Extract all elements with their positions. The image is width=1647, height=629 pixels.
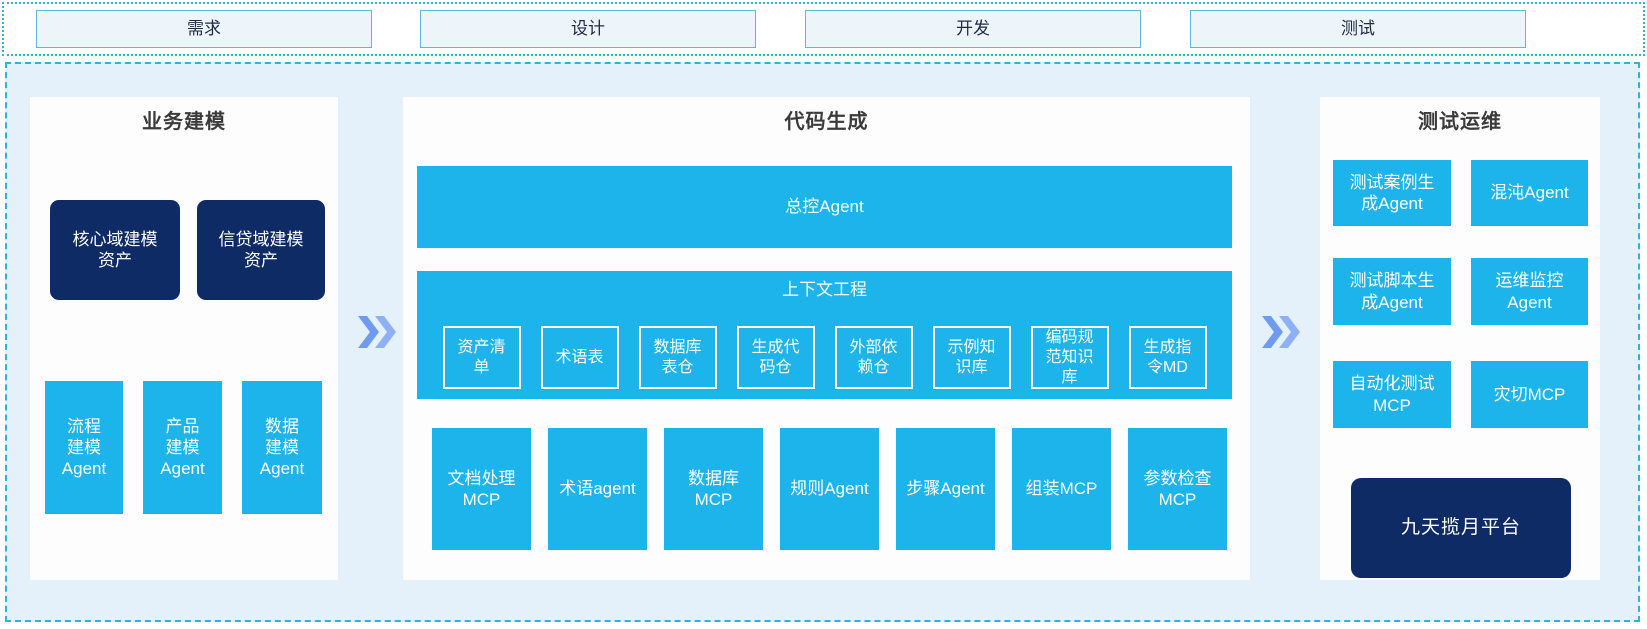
box-label: 数据库 MCP	[688, 468, 739, 509]
box-terminology-agent: 术语agent	[548, 428, 647, 550]
phase-label: 需求	[187, 19, 221, 39]
box-automated-test-mcp: 自动化测试 MCP	[1333, 361, 1451, 428]
section-context-engineering: 上下文工程 资产清 单 术语表 数据库 表仓 生成代 码仓 外部依 赖仓	[417, 271, 1232, 399]
phase-label: 测试	[1341, 19, 1375, 39]
box-label: 术语agent	[559, 479, 636, 499]
box-ops-monitoring-agent: 运维监控 Agent	[1471, 258, 1588, 325]
box-label: 自动化测试 MCP	[1349, 374, 1435, 415]
phase-label: 设计	[571, 19, 605, 39]
box-product-modeling-agent: 产品 建模 Agent	[143, 381, 222, 514]
box-label: 步骤Agent	[906, 479, 985, 499]
box-label: 示例知 识库	[947, 338, 996, 376]
box-label: 数据 建模 Agent	[259, 416, 305, 479]
box-label: 测试脚本生 成Agent	[1349, 271, 1435, 312]
box-core-domain-modeling-assets: 核心域建模 资产	[50, 200, 180, 300]
box-process-modeling-agent: 流程 建模 Agent	[45, 381, 123, 514]
box-label: 编码规 范知识 库	[1045, 328, 1094, 386]
section-title-context-engineering: 上下文工程	[782, 280, 867, 299]
box-chaos-agent: 混沌Agent	[1471, 160, 1588, 226]
panel-business-modeling: 业务建模 核心域建模 资产 信贷域建模 资产 流程 建模 Agent 产品 建模…	[30, 97, 338, 580]
phase-box-design: 设计	[420, 10, 756, 48]
box-generated-code-repo: 生成代 码仓	[736, 326, 815, 389]
box-label: 参数检查 MCP	[1143, 468, 1212, 509]
phase-box-testing: 测试	[1190, 10, 1526, 48]
box-external-dependency-repo: 外部依 赖仓	[834, 326, 913, 389]
box-label: 生成指 令MD	[1143, 338, 1192, 376]
phase-box-requirements: 需求	[36, 10, 372, 48]
box-jiutian-lanyue-platform: 九天揽月平台	[1351, 478, 1571, 578]
box-data-modeling-agent: 数据 建模 Agent	[242, 381, 322, 514]
box-credit-domain-modeling-assets: 信贷域建模 资产	[197, 200, 325, 300]
box-test-case-generation-agent: 测试案例生 成Agent	[1333, 160, 1451, 226]
box-label: 信贷域建模 资产	[218, 229, 304, 270]
box-label: 外部依 赖仓	[849, 338, 898, 376]
box-label: 文档处理 MCP	[447, 468, 516, 509]
box-parameter-check-mcp: 参数检查 MCP	[1128, 428, 1227, 550]
tool-boxes-row: 文档处理 MCP 术语agent 数据库 MCP 规则Agent 步骤Agent…	[432, 428, 1227, 550]
box-coding-standards-knowledge-base: 编码规 范知识 库	[1030, 326, 1109, 389]
box-label: 测试案例生 成Agent	[1349, 172, 1435, 213]
box-step-agent: 步骤Agent	[896, 428, 995, 550]
box-disaster-switch-mcp: 灾切MCP	[1471, 361, 1588, 428]
panel-code-generation: 代码生成 总控Agent 上下文工程 资产清 单 术语表 数据库 表仓 生成代 …	[403, 97, 1250, 580]
box-label: 核心域建模 资产	[72, 229, 158, 270]
box-assembly-mcp: 组装MCP	[1012, 428, 1111, 550]
box-label: 灾切MCP	[1493, 384, 1566, 404]
phase-label: 开发	[956, 19, 990, 39]
panel-title-code-generation: 代码生成	[784, 111, 869, 133]
box-database-mcp: 数据库 MCP	[664, 428, 763, 550]
box-label: 术语表	[555, 348, 604, 366]
box-example-knowledge-base: 示例知 识库	[932, 326, 1011, 389]
box-database-table-repo: 数据库 表仓	[638, 326, 717, 389]
main-diagram-area: 业务建模 核心域建模 资产 信贷域建模 资产 流程 建模 Agent 产品 建模…	[5, 62, 1640, 622]
box-label: 九天揽月平台	[1400, 517, 1521, 539]
box-label: 数据库 表仓	[653, 338, 702, 376]
box-test-script-generation-agent: 测试脚本生 成Agent	[1333, 258, 1451, 325]
box-glossary: 术语表	[540, 326, 619, 389]
box-label: 规则Agent	[790, 479, 869, 499]
panel-title-business-modeling: 业务建模	[142, 111, 226, 133]
box-label: 产品 建模 Agent	[160, 416, 205, 479]
box-asset-list: 资产清 单	[442, 326, 521, 389]
box-label: 总控Agent	[785, 197, 864, 217]
box-label: 生成代 码仓	[751, 338, 800, 376]
bar-master-control-agent: 总控Agent	[417, 166, 1232, 248]
box-label: 组装MCP	[1025, 479, 1098, 499]
phase-box-development: 开发	[805, 10, 1141, 48]
box-label: 混沌Agent	[1490, 183, 1569, 203]
phase-flow-strip: 需求 设计 开发 测试	[2, 2, 1645, 56]
panel-title-test-ops: 测试运维	[1418, 111, 1502, 133]
box-label: 流程 建模 Agent	[61, 416, 107, 479]
double-chevron-right-icon	[1262, 316, 1300, 348]
box-rules-agent: 规则Agent	[780, 428, 879, 550]
context-items-row: 资产清 单 术语表 数据库 表仓 生成代 码仓 外部依 赖仓 示例知 识库	[417, 326, 1232, 389]
box-generate-instruction-md: 生成指 令MD	[1128, 326, 1207, 389]
box-label: 资产清 单	[457, 338, 506, 376]
double-chevron-right-icon	[358, 316, 396, 348]
panel-test-ops: 测试运维 测试案例生 成Agent 混沌Agent 测试脚本生 成Agent 运…	[1320, 97, 1600, 580]
box-label: 运维监控 Agent	[1495, 271, 1564, 312]
box-document-processing-mcp: 文档处理 MCP	[432, 428, 531, 550]
